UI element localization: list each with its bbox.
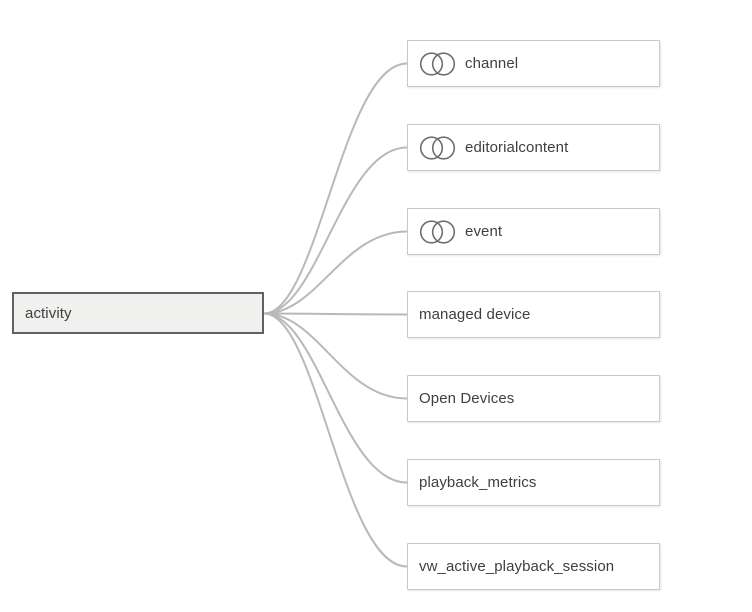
table-node-vw-active-playback-session[interactable]: vw_active_playback_session [407,543,660,590]
table-label: vw_active_playback_session [419,558,615,575]
root-table-label: activity [25,304,72,322]
table-node-managed-device[interactable]: managed device [407,291,660,338]
union-circles-icon [419,135,456,161]
table-node-channel[interactable]: channel [407,40,660,87]
table-label: playback_metrics [419,474,537,491]
connector-line [263,146,408,315]
table-node-editorialcontent[interactable]: editorialcontent [407,124,660,171]
connector-line [263,312,408,484]
connector-line [263,312,408,316]
table-label: Open Devices [419,390,515,407]
union-circles-icon [419,219,456,245]
connector-line [263,312,408,400]
table-node-event[interactable]: event [407,208,660,255]
table-label: managed device [419,306,531,323]
root-table-activity[interactable]: activity [12,292,264,334]
table-label: event [465,223,503,240]
connector-line [263,62,408,315]
table-label: channel [465,55,519,72]
connector-line [263,312,408,568]
table-node-open-devices[interactable]: Open Devices [407,375,660,422]
union-circles-icon [419,51,456,77]
table-label: editorialcontent [465,139,569,156]
table-node-playback-metrics[interactable]: playback_metrics [407,459,660,506]
connector-line [263,230,408,315]
